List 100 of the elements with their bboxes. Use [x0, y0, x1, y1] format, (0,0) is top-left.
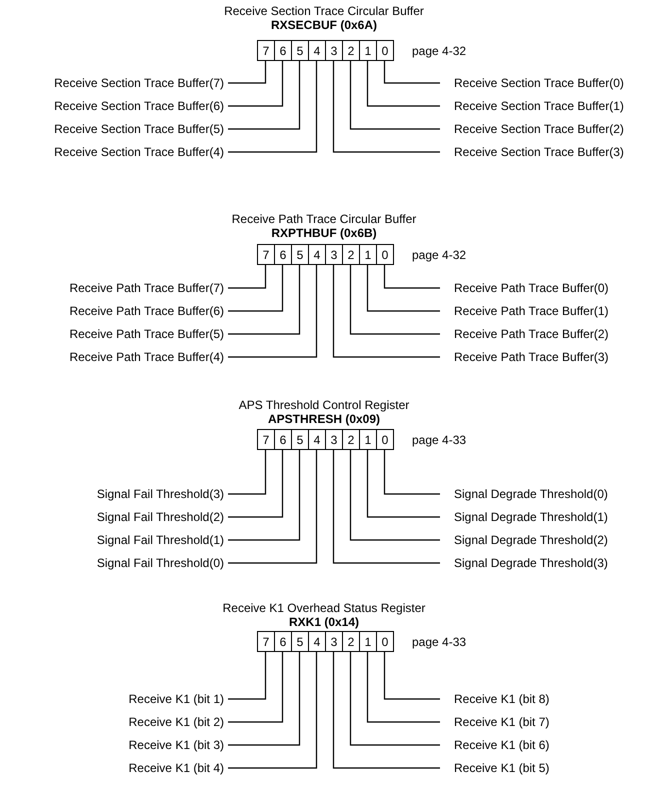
register-title: Receive K1 Overhead Status Register	[222, 601, 426, 615]
bit-cell: 6	[274, 429, 292, 450]
page-reference: page 4-33	[412, 433, 466, 447]
bit-cell: 5	[291, 244, 309, 265]
register-title: APS Threshold Control Register	[238, 398, 410, 412]
bit-cell: 1	[359, 631, 377, 652]
leader-line	[228, 652, 318, 769]
field-label: Receive Section Trace Buffer(4)	[54, 144, 228, 160]
leader-line	[366, 450, 440, 518]
leader-line	[228, 61, 318, 153]
field-label: Receive Section Trace Buffer(6)	[54, 98, 228, 114]
field-label: Receive Path Trace Buffer(4)	[69, 349, 228, 365]
leader-line	[366, 61, 440, 107]
bit-cell: 4	[308, 40, 326, 61]
bit-cell: 7	[257, 40, 275, 61]
leader-line	[228, 265, 318, 358]
leader-line	[366, 265, 440, 312]
leader-line	[228, 265, 300, 335]
leader-line	[366, 652, 440, 723]
field-label: Receive Section Trace Buffer(1)	[440, 98, 624, 114]
leader-line	[228, 61, 300, 130]
bit-cell: 4	[308, 429, 326, 450]
bit-cell: 7	[257, 631, 275, 652]
field-label: Receive K1 (bit 7)	[440, 714, 550, 730]
field-label: Signal Fail Threshold(1)	[96, 532, 228, 548]
bit-cell: 5	[291, 631, 309, 652]
bit-cell: 4	[308, 244, 326, 265]
bit-cell: 3	[325, 40, 343, 61]
field-label: Receive Path Trace Buffer(2)	[440, 326, 609, 342]
leader-line	[350, 265, 440, 335]
field-label: Signal Fail Threshold(3)	[96, 486, 228, 502]
bit-cell: 3	[325, 244, 343, 265]
field-label: Receive K1 (bit 6)	[440, 737, 550, 753]
field-label: Receive Path Trace Buffer(1)	[440, 303, 609, 319]
bit-cell: 3	[325, 429, 343, 450]
field-label: Receive K1 (bit 4)	[128, 760, 228, 776]
bit-cell: 5	[291, 40, 309, 61]
leader-line	[384, 61, 440, 84]
register-title: Receive Section Trace Circular Buffer	[224, 4, 424, 18]
leader-line	[332, 61, 440, 153]
bit-cell: 1	[359, 244, 377, 265]
field-label: Receive Section Trace Buffer(5)	[54, 121, 228, 137]
bit-cell: 0	[376, 631, 394, 652]
leader-line	[228, 450, 284, 518]
field-label: Receive Path Trace Buffer(5)	[69, 326, 228, 342]
bit-cell: 5	[291, 429, 309, 450]
field-label: Signal Degrade Threshold(1)	[440, 509, 608, 525]
bit-cell: 0	[376, 244, 394, 265]
page-reference: page 4-32	[412, 248, 466, 262]
leader-line	[228, 265, 266, 289]
field-label: Receive K1 (bit 3)	[128, 737, 228, 753]
field-label: Receive Path Trace Buffer(3)	[440, 349, 609, 365]
register-name: RXPTHBUF (0x6B)	[271, 226, 377, 240]
bit-cell: 0	[376, 40, 394, 61]
leader-line	[384, 652, 440, 700]
field-label: Signal Fail Threshold(0)	[96, 555, 228, 571]
page-reference: page 4-33	[412, 635, 466, 649]
leader-line	[350, 652, 440, 746]
field-label: Receive K1 (bit 2)	[128, 714, 228, 730]
bit-cell: 7	[257, 429, 275, 450]
leader-line	[332, 652, 440, 769]
leader-line	[350, 450, 440, 541]
bit-cell: 2	[342, 429, 360, 450]
bit-cell: 6	[274, 244, 292, 265]
register-name: APSTHRESH (0x09)	[268, 412, 380, 426]
register-title: Receive Path Trace Circular Buffer	[232, 212, 416, 226]
leader-line	[228, 450, 318, 564]
leader-line	[228, 652, 284, 723]
bit-cell: 0	[376, 429, 394, 450]
leader-line	[384, 265, 440, 289]
leader-line	[228, 61, 266, 84]
bit-cell: 2	[342, 631, 360, 652]
bit-cell: 1	[359, 40, 377, 61]
field-label: Receive Section Trace Buffer(2)	[440, 121, 624, 137]
field-label: Signal Degrade Threshold(0)	[440, 486, 608, 502]
bit-cell: 7	[257, 244, 275, 265]
field-label: Receive Path Trace Buffer(0)	[440, 280, 609, 296]
field-label: Signal Degrade Threshold(3)	[440, 555, 608, 571]
leader-line	[228, 652, 300, 746]
field-label: Receive K1 (bit 1)	[128, 691, 228, 707]
leader-line	[228, 450, 300, 541]
field-label: Receive Section Trace Buffer(0)	[440, 75, 624, 91]
field-label: Receive Path Trace Buffer(7)	[69, 280, 228, 296]
bit-cell: 2	[342, 244, 360, 265]
bit-cell: 6	[274, 631, 292, 652]
leader-line	[332, 450, 440, 564]
bit-cell: 6	[274, 40, 292, 61]
bit-cell: 1	[359, 429, 377, 450]
leader-line	[384, 450, 440, 495]
leader-line	[228, 652, 266, 700]
leader-line	[332, 265, 440, 358]
field-label: Receive Section Trace Buffer(3)	[440, 144, 624, 160]
bit-cell: 3	[325, 631, 343, 652]
field-label: Signal Fail Threshold(2)	[96, 509, 228, 525]
leader-line	[228, 61, 284, 107]
field-label: Receive Section Trace Buffer(7)	[54, 75, 228, 91]
bit-cell: 2	[342, 40, 360, 61]
bit-cell: 4	[308, 631, 326, 652]
field-label: Signal Degrade Threshold(2)	[440, 532, 608, 548]
field-label: Receive K1 (bit 5)	[440, 760, 550, 776]
